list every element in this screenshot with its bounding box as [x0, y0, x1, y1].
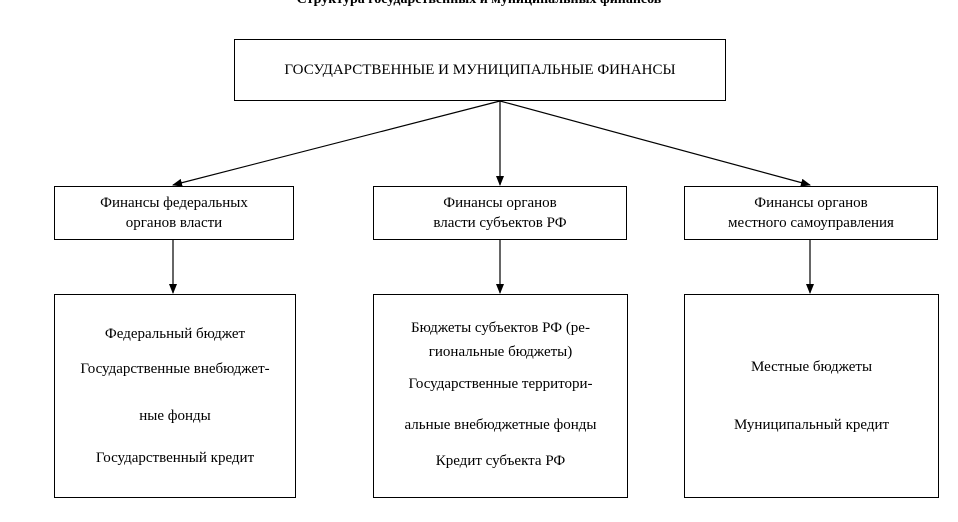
- level-title-line: органов власти: [125, 215, 223, 231]
- diagram-title-cut-off: Структура государственных и муниципальны…: [0, 0, 958, 9]
- root-node: ГОСУДАРСТВЕННЫЕ И МУНИЦИПАЛЬНЫЕ ФИНАНСЫ: [234, 39, 726, 101]
- level-node-regional: Финансы органов власти субъектов РФ: [373, 186, 627, 240]
- item-text: Местные бюджеты: [750, 359, 873, 375]
- item-text: Федеральный бюджет: [104, 326, 246, 342]
- item-text: альные внебюджетные фонды: [404, 416, 597, 433]
- item-text: гиональные бюджеты): [428, 343, 573, 360]
- arrow-root-to-federal: [172, 100, 501, 187]
- items-node-regional: Бюджеты субъектов РФ (ре- гиональные бюд…: [373, 294, 628, 498]
- item-text: Муниципальный кредит: [733, 417, 890, 433]
- item-text: Государственный кредит: [95, 450, 255, 466]
- item-text: Бюджеты субъектов РФ (ре-: [411, 319, 590, 336]
- level-title-line: власти субъектов РФ: [433, 215, 567, 231]
- item-text: Государственные внебюджет-: [80, 361, 270, 377]
- item-text: ные фонды: [139, 408, 211, 424]
- level-node-local: Финансы органов местного самоуправления: [684, 186, 938, 240]
- level-node-federal: Финансы федеральных органов власти: [54, 186, 294, 240]
- root-label: ГОСУДАРСТВЕННЫЕ И МУНИЦИПАЛЬНЫЕ ФИНАНСЫ: [284, 62, 676, 78]
- level-title-line: Финансы органов: [754, 195, 868, 211]
- level-title-line: местного самоуправления: [728, 215, 894, 231]
- level-title-line: Финансы федеральных: [100, 195, 248, 211]
- item-text: Государственные территори-: [408, 375, 593, 392]
- item-text: Кредит субъекта РФ: [435, 452, 566, 469]
- level-title-line: Финансы органов: [443, 195, 557, 211]
- arrow-root-to-local: [499, 100, 811, 187]
- items-node-local: Местные бюджеты Муниципальный кредит: [684, 294, 939, 498]
- items-node-federal: Федеральный бюджет Государственные внебю…: [54, 294, 296, 498]
